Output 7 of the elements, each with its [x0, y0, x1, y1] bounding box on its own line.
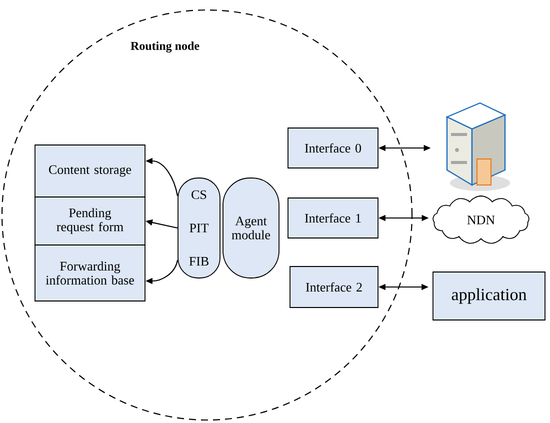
interface-box: Interface 2 — [290, 266, 378, 308]
application-box: application — [432, 272, 546, 320]
interface-box: Interface 1 — [288, 198, 378, 238]
interface-box: Interface 0 — [288, 128, 378, 168]
table-box: Pending request form — [34, 196, 146, 246]
table-box: Content storage — [34, 144, 146, 198]
table-box: Forwarding information base — [34, 244, 146, 302]
